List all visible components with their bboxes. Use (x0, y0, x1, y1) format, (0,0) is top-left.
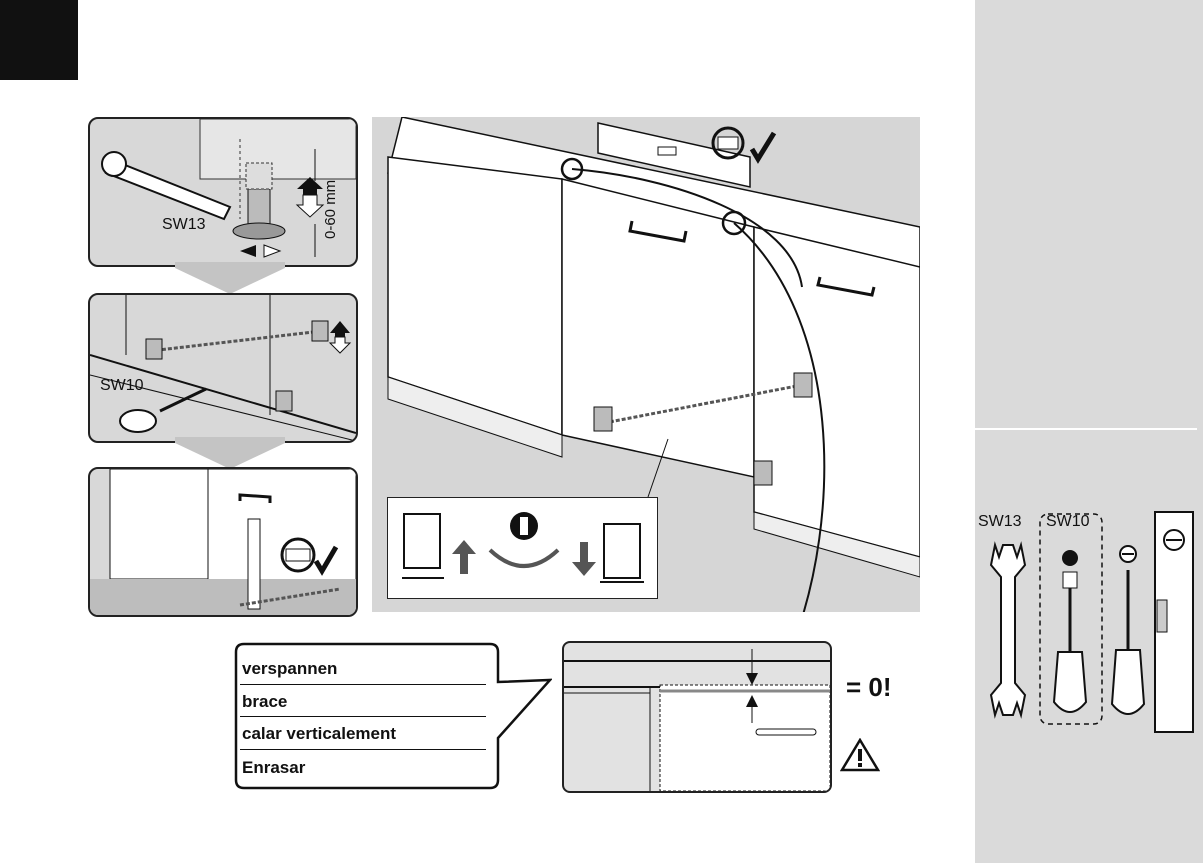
sidebar-divider (975, 428, 1197, 430)
wrench-icon (985, 535, 1031, 725)
leveling-symbol-box (387, 497, 658, 599)
step-arrow-1 (165, 262, 295, 296)
label-sw13: SW13 (162, 216, 206, 234)
flush-result-label: = 0! (846, 672, 892, 703)
callout-item-4: Enrasar (242, 758, 305, 778)
rear-foot-illustration (90, 295, 356, 441)
callout-rule-1 (240, 684, 486, 685)
callout-rule-3 (240, 749, 486, 750)
flat-screwdriver-icon (1108, 540, 1148, 726)
step-panel-level-check (88, 467, 358, 617)
flush-detail-panel (562, 641, 832, 793)
callout-item-2: brace (242, 692, 287, 712)
label-sw10: SW10 (100, 377, 144, 395)
leveling-symbols (388, 498, 657, 598)
label-range-mm: 0-60 mm (322, 159, 339, 239)
callout-item-3: calar verticalement (242, 724, 396, 744)
arrow-up-icon (452, 540, 476, 574)
arrow-down-icon (572, 542, 596, 576)
screwdriver-icon (1038, 512, 1104, 726)
flush-detail-illustration (564, 643, 830, 791)
rotate-icon (490, 550, 558, 566)
corner-block (0, 0, 78, 80)
arrow-down-icon (330, 337, 350, 353)
spirit-level-icon (1153, 510, 1195, 734)
callout-item-1: verspannen (242, 659, 337, 679)
level-check-illustration (90, 469, 356, 615)
step-arrow-2 (165, 437, 295, 471)
arrow-down-icon (297, 195, 323, 217)
adjust-height-illustration (90, 119, 356, 265)
warning-icon (840, 738, 880, 772)
callout-rule-2 (240, 716, 486, 717)
tool-label-sw13: SW13 (978, 513, 1022, 531)
step-panel-rear-foot: SW10 (88, 293, 358, 443)
screwdriver-icon (120, 389, 206, 432)
step-panel-adjust-height: SW13 0-60 mm (88, 117, 358, 267)
